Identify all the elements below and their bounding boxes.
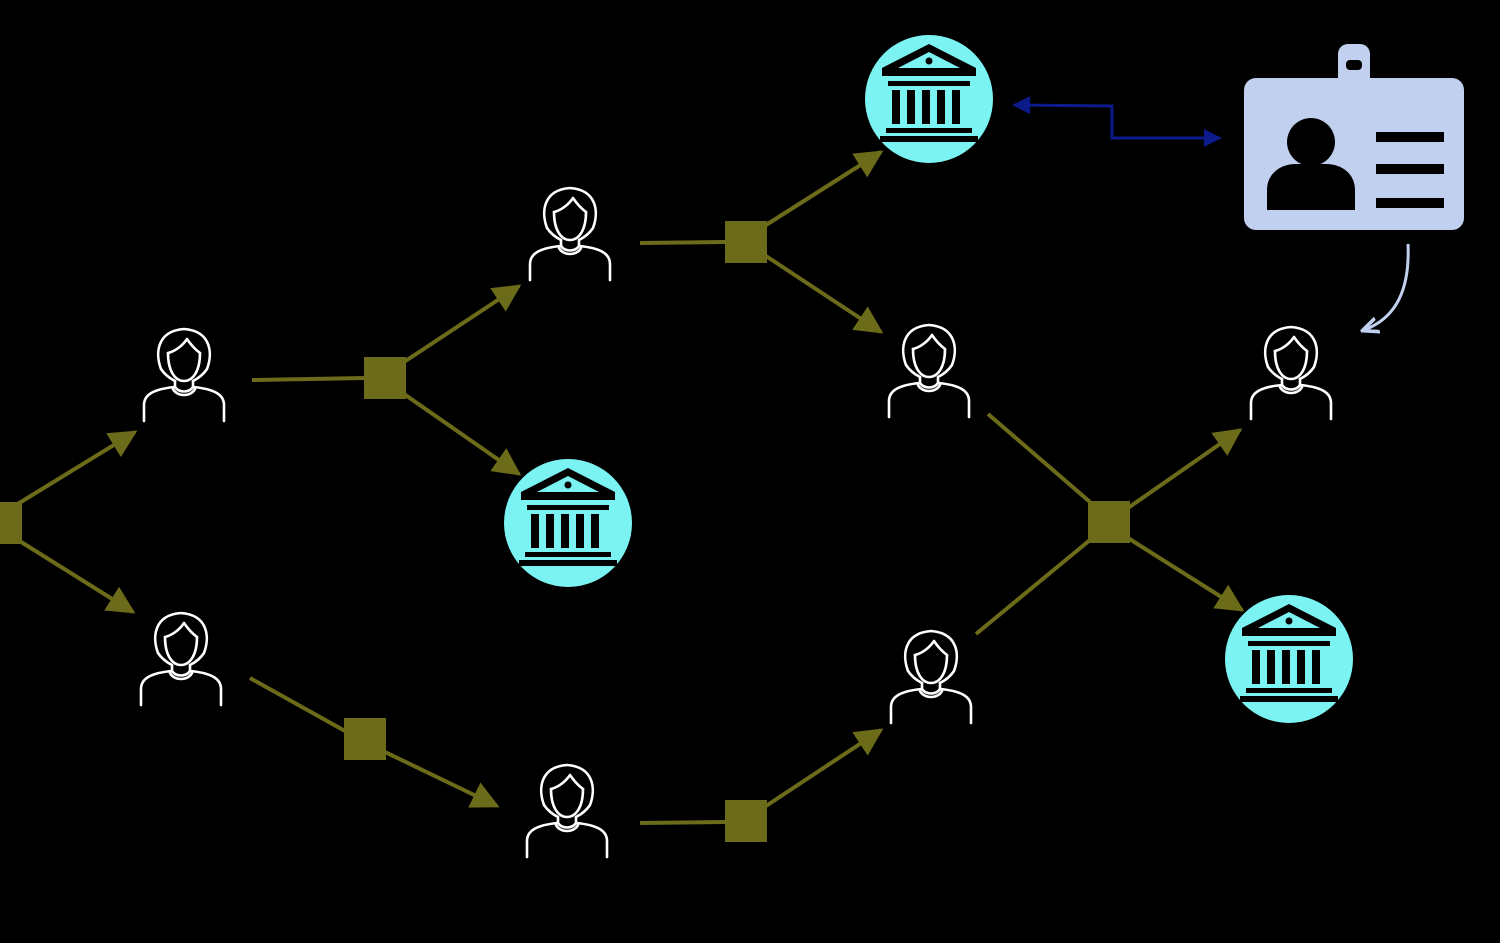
hub-a[interactable] (364, 357, 406, 399)
person-nodes (139, 186, 1333, 859)
edge (384, 750, 500, 808)
person-outline-icon[interactable] (528, 186, 612, 282)
hub-b[interactable] (344, 718, 386, 760)
edge (764, 728, 884, 808)
edge (764, 254, 884, 334)
edge (1126, 536, 1245, 612)
edge (639, 240, 726, 245)
idcard-person-link (1364, 243, 1410, 330)
person-outline-icon[interactable] (525, 763, 609, 859)
edge (402, 284, 522, 364)
edge (986, 412, 1092, 504)
edge (764, 150, 884, 227)
edge (974, 538, 1092, 636)
edge (402, 392, 522, 476)
person-outline-icon[interactable] (142, 327, 226, 423)
graph-edges (14, 150, 1245, 825)
edge (1126, 428, 1243, 510)
edge (14, 430, 138, 507)
hub-d[interactable] (725, 800, 767, 842)
bank-nodes (504, 35, 1353, 723)
edge (251, 376, 366, 382)
edge (249, 676, 346, 733)
hub-e[interactable] (1088, 501, 1130, 543)
person-outline-icon[interactable] (887, 323, 971, 419)
edge (639, 820, 726, 825)
id-card-icon[interactable] (1244, 44, 1464, 230)
person-outline-icon[interactable] (1249, 325, 1333, 421)
bank-idcard-link (1012, 96, 1222, 147)
hub-origin[interactable] (0, 502, 22, 544)
person-outline-icon[interactable] (889, 629, 973, 725)
hub-c[interactable] (725, 221, 767, 263)
hub-nodes (0, 221, 1130, 842)
bank-icon[interactable] (504, 459, 632, 587)
bank-icon[interactable] (865, 35, 993, 163)
person-outline-icon[interactable] (139, 611, 223, 707)
bank-icon[interactable] (1225, 595, 1353, 723)
edge (16, 538, 136, 614)
